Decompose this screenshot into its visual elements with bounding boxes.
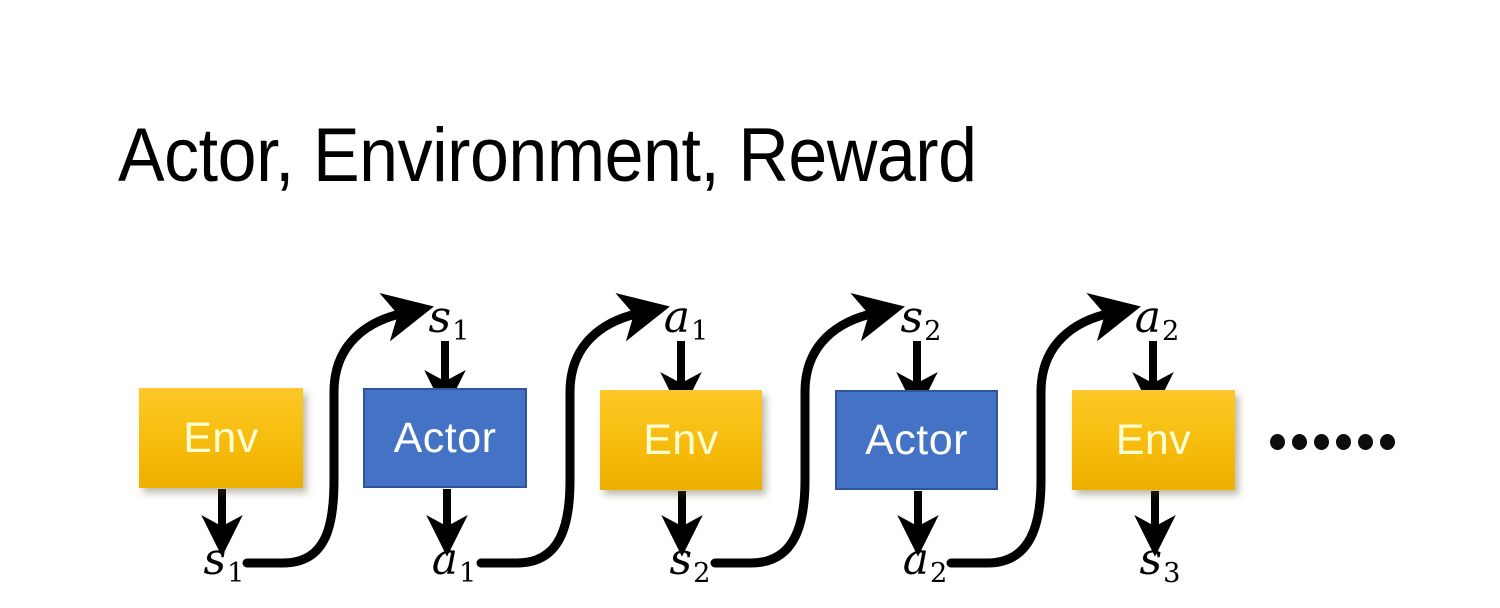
node-label: Env (643, 415, 719, 464)
node-env3[interactable]: Env (1072, 390, 1235, 490)
node-actor2[interactable]: Actor (835, 390, 998, 490)
label-subscript: 2 (924, 315, 942, 347)
ellipsis-dot (1292, 434, 1307, 450)
math-label-top-a1: a1 (664, 296, 709, 345)
node-label: Actor (865, 415, 968, 464)
node-label: Actor (393, 413, 497, 462)
ellipsis-dot (1380, 434, 1395, 450)
feedback-curves (242, 293, 1141, 568)
feedback-curve-bot-s1-to-top-s1 (242, 293, 434, 568)
node-actor1[interactable]: Actor (363, 388, 527, 488)
math-label-top-s2: s2 (901, 296, 942, 345)
feedback-curve-bot-a1-to-top-a1 (476, 293, 670, 568)
math-label-bot-a2: a2 (903, 538, 948, 587)
label-base: a (902, 534, 929, 585)
label-base: a (1134, 292, 1161, 343)
ellipsis-dot (1270, 434, 1285, 450)
slide-title: Actor, Environment, Reward (118, 113, 977, 198)
feedback-curve-bot-s2-to-top-s2 (710, 293, 905, 568)
node-label: Env (183, 413, 259, 462)
node-env2[interactable]: Env (600, 390, 762, 490)
math-label-top-a2: a2 (1135, 296, 1180, 345)
label-subscript: 1 (452, 315, 470, 347)
label-base: s (1139, 534, 1163, 585)
continuation-ellipsis (1270, 434, 1395, 450)
label-base: a (663, 292, 690, 343)
label-subscript: 1 (690, 315, 709, 347)
ellipsis-dot (1314, 434, 1329, 450)
math-label-bot-s2: s2 (670, 538, 711, 587)
label-base: s (428, 292, 452, 343)
ellipsis-dot (1358, 434, 1373, 450)
label-base: s (203, 534, 227, 585)
label-base: s (669, 534, 693, 585)
ellipsis-dot (1336, 434, 1351, 450)
label-subscript: 1 (458, 557, 477, 589)
label-base: a (431, 534, 458, 585)
label-subscript: 3 (1163, 557, 1181, 589)
label-subscript: 2 (693, 557, 711, 589)
label-subscript: 2 (1161, 315, 1180, 347)
label-base: s (900, 292, 924, 343)
arrows-out-of-boxes (201, 489, 1176, 557)
label-subscript: 2 (929, 557, 948, 589)
arrows-into-boxes (424, 341, 1174, 414)
node-label: Env (1115, 415, 1192, 464)
label-subscript: 1 (227, 557, 245, 589)
math-label-bot-s3: s3 (1140, 538, 1181, 587)
math-label-bot-a1: a1 (432, 538, 477, 587)
feedback-curve-bot-a2-to-top-a2 (946, 293, 1141, 568)
node-env1[interactable]: Env (139, 388, 303, 488)
math-label-bot-s1: s1 (204, 538, 245, 587)
math-label-top-s1: s1 (429, 296, 470, 345)
